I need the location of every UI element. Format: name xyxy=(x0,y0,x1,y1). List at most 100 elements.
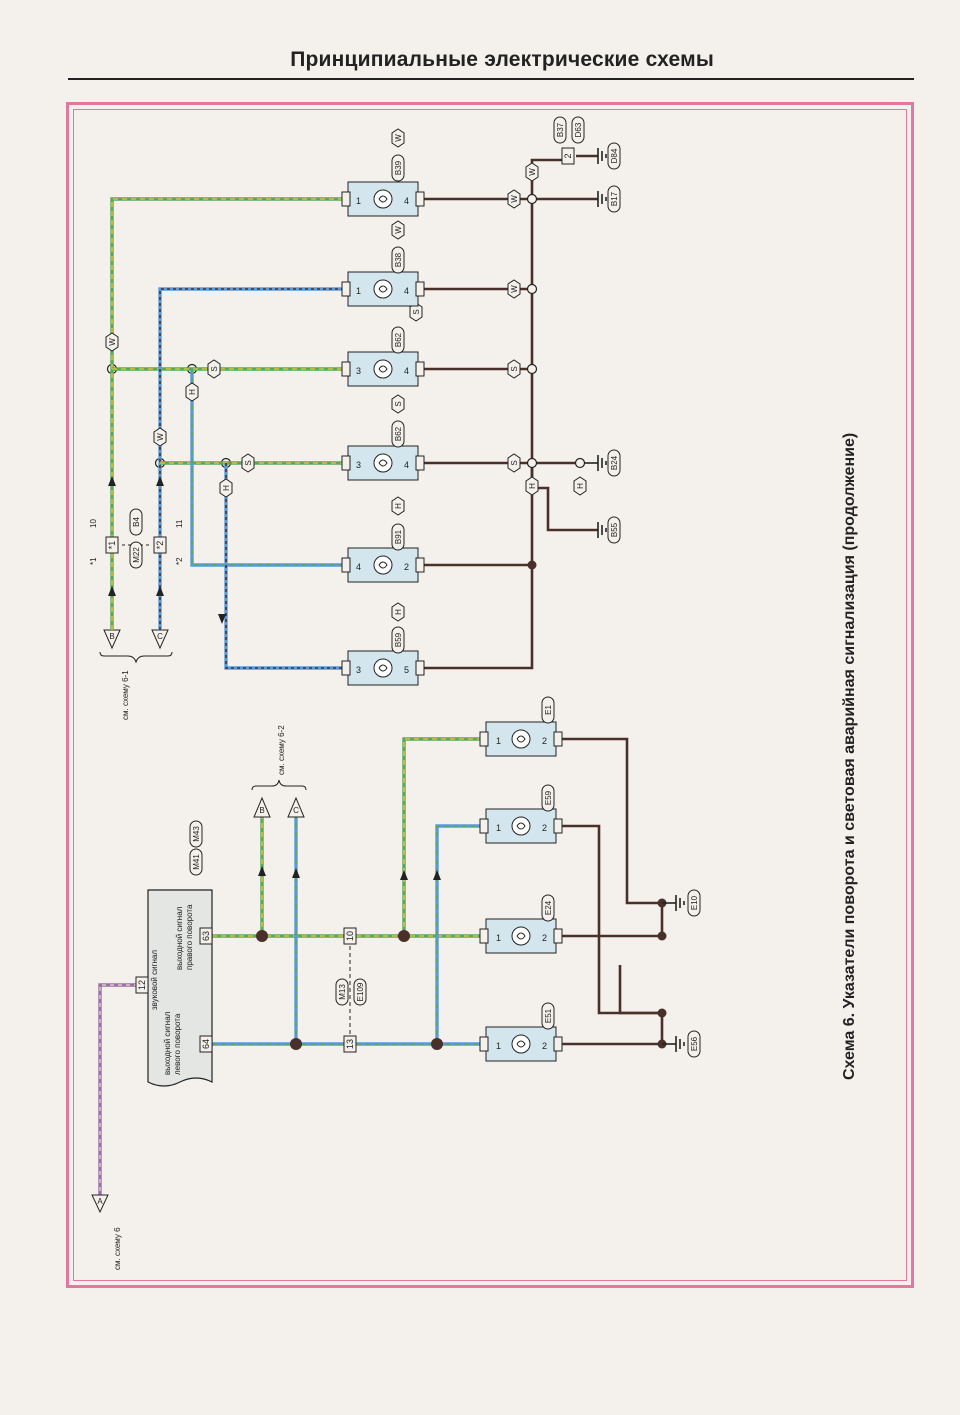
svg-text:S: S xyxy=(394,401,403,406)
ground-symbol-b55 xyxy=(597,522,607,538)
page-header: Принципиальные электрические схемы xyxy=(68,44,914,80)
direction-arrows-upper xyxy=(108,476,226,624)
svg-text:4: 4 xyxy=(404,366,409,376)
svg-text:B39: B39 xyxy=(394,160,403,175)
wire-code-h-ground-1: H xyxy=(525,476,539,496)
splice-nodes-upper xyxy=(527,560,537,570)
lamp-b62-b: 3 4 B62 S xyxy=(341,302,425,387)
svg-text:см. схему 6-2: см. схему 6-2 xyxy=(277,725,286,775)
page-title: Принципиальные электрические схемы xyxy=(290,48,714,71)
ground-label-e10: E10 xyxy=(687,889,701,917)
svg-text:63: 63 xyxy=(201,931,211,941)
svg-text:см. схему 6-1: см. схему 6-1 xyxy=(121,670,130,720)
svg-text:12: 12 xyxy=(137,980,147,990)
connector-mid-ref-e109: E109 xyxy=(353,978,367,1006)
svg-text:B55: B55 xyxy=(610,522,619,537)
svg-text:B59: B59 xyxy=(394,632,403,647)
svg-text:B4: B4 xyxy=(132,517,141,527)
wire-code-w-ground-2: W xyxy=(507,189,521,209)
wire-code-h-ground-2: H xyxy=(573,476,587,496)
connector-mid-pin-13: 13 xyxy=(343,1035,357,1053)
svg-text:W: W xyxy=(108,338,117,346)
frame-inner-border xyxy=(73,109,907,1281)
module-pin-64: 64 xyxy=(199,1035,213,1053)
svg-text:*1: *1 xyxy=(89,557,98,565)
control-module: выходной сигнал левого поворота звуковой… xyxy=(147,889,213,1087)
svg-text:2: 2 xyxy=(542,736,547,746)
svg-text:13: 13 xyxy=(345,1039,355,1049)
wire-code-w-ground-3: W xyxy=(525,162,539,182)
connector-mid-pin-10: 10 xyxy=(343,927,357,945)
ground-label-d84: D84 xyxy=(607,142,621,170)
connector-top-num-10: 10 xyxy=(89,519,98,528)
svg-text:10: 10 xyxy=(89,519,98,528)
svg-text:2: 2 xyxy=(542,823,547,833)
ground-label-b55: B55 xyxy=(607,516,621,544)
svg-text:2: 2 xyxy=(563,153,573,158)
svg-text:64: 64 xyxy=(201,1039,211,1049)
connector-top-num-11: 11 xyxy=(175,519,184,528)
svg-text:1: 1 xyxy=(496,736,501,746)
svg-text:B62: B62 xyxy=(394,426,403,441)
svg-text:S: S xyxy=(210,366,219,371)
ref-see-6-1: см. схему 6-1 xyxy=(121,670,130,720)
svg-text:4: 4 xyxy=(404,286,409,296)
lamp-b91: 4 2 B91 H xyxy=(341,496,425,583)
svg-text:3: 3 xyxy=(356,460,361,470)
svg-text:H: H xyxy=(576,483,585,489)
offpage-c-lower: C xyxy=(287,796,305,818)
svg-text:E51: E51 xyxy=(544,1008,553,1023)
svg-text:S: S xyxy=(244,460,253,465)
lower-ground-wires xyxy=(562,737,664,1046)
svg-text:M43: M43 xyxy=(192,826,201,842)
lamp-b39: 1 4 B39 W xyxy=(341,128,425,217)
module-ref-m43: M43 xyxy=(189,820,203,848)
offpage-a: A xyxy=(91,1194,109,1214)
brace-6-2 xyxy=(251,779,307,791)
svg-text:3: 3 xyxy=(356,366,361,376)
svg-text:B: B xyxy=(109,632,114,641)
svg-text:W: W xyxy=(394,226,403,234)
svg-text:*2: *2 xyxy=(155,541,165,550)
connector-top-ref-m22: M22 xyxy=(129,541,143,569)
upper-ground-wires xyxy=(418,154,598,670)
svg-text:*2: *2 xyxy=(175,557,184,565)
svg-text:W: W xyxy=(510,285,519,293)
wire-code-w-c-line: W xyxy=(153,427,167,447)
svg-text:1: 1 xyxy=(496,823,501,833)
svg-text:B24: B24 xyxy=(610,455,619,470)
lamp-b38: 1 4 B38 W xyxy=(341,220,425,307)
svg-text:E24: E24 xyxy=(544,900,553,915)
svg-text:H: H xyxy=(528,483,537,489)
connector-top-pin-1: *1 xyxy=(105,536,119,554)
wire-code-h-upper-2: H xyxy=(219,478,233,498)
open-nodes-upper xyxy=(106,193,586,469)
offpage-b-lower: B xyxy=(253,796,271,818)
ground-symbol-e56 xyxy=(662,1036,685,1052)
offpage-b-upper: B xyxy=(103,629,121,650)
connector-mid-ref-m13: M13 xyxy=(335,978,349,1006)
svg-text:M41: M41 xyxy=(192,854,201,870)
wire-code-w-ground-1: W xyxy=(507,279,521,299)
ground-symbol-d84 xyxy=(597,148,607,164)
lamp-b59: 3 5 B59 H xyxy=(341,602,425,686)
module-pin-12: 12 xyxy=(135,976,149,994)
svg-text:E109: E109 xyxy=(356,982,365,1001)
svg-text:B91: B91 xyxy=(394,529,403,544)
svg-text:4: 4 xyxy=(356,562,361,572)
svg-text:H: H xyxy=(188,389,197,395)
wire-code-s-upper-2: S xyxy=(241,453,255,473)
svg-text:D63: D63 xyxy=(574,122,583,137)
ground-label-e56: E56 xyxy=(687,1030,701,1058)
svg-text:1: 1 xyxy=(356,286,361,296)
lamp-b62-a: 3 4 B62 S xyxy=(341,394,425,481)
connector-corner-ref-b37: B37 xyxy=(553,116,567,144)
svg-text:4: 4 xyxy=(404,196,409,206)
brace-6-1 xyxy=(99,651,173,664)
svg-text:правого поворота: правого поворота xyxy=(185,904,194,970)
connector-top-note-1: *1 xyxy=(89,557,98,565)
svg-text:H: H xyxy=(394,503,403,509)
ground-symbol-b24 xyxy=(584,455,607,471)
lamp-e24: 1 2 E24 xyxy=(479,894,563,954)
